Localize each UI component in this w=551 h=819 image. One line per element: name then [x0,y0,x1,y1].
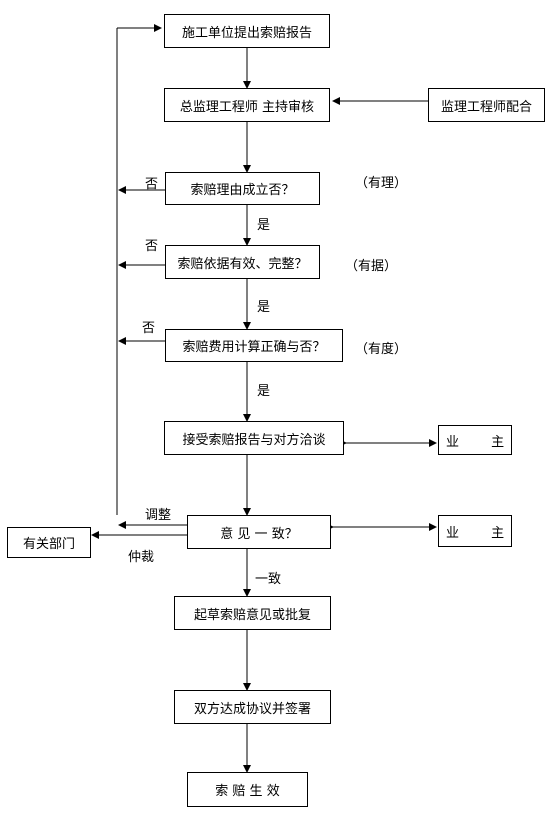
node-sign-agreement-text: 双方达成协议并签署 [193,701,311,717]
node-chief-review: 总监理工程师 主持审核 [164,88,330,122]
label-arbitration: 仲裁 [128,550,155,565]
label-yes-reason: 是 [257,218,271,233]
node-submit-claim-text: 施工单位提出索赔报告 [181,25,312,41]
node-engineer-assist: 监理工程师配合 [428,88,545,122]
label-no-reason: 否 [145,177,159,192]
label-yes-basis: 是 [257,300,271,315]
label-adjust: 调整 [145,508,172,523]
node-sign-agreement: 双方达成协议并签署 [174,690,331,724]
node-cost-check-text: 索赔费用计算正确与否？ [182,340,326,355]
label-no-basis: 否 [145,239,159,254]
node-owner-1-text: 业 主 [445,434,519,450]
node-draft-reply-text: 起草索赔意见或批复 [193,607,311,623]
node-owner-2: 业 主 [438,515,512,547]
node-claim-effective-text: 索 赔 生 效 [215,784,280,799]
node-relevant-dept-text: 有关部门 [22,537,75,552]
label-cost-note: （有度） [355,342,408,357]
node-agreement-check-text: 意 见 一 致？ [220,526,298,542]
label-yes-cost: 是 [257,384,271,399]
node-claim-effective: 索 赔 生 效 [187,772,308,807]
label-consensus: 一致 [255,572,282,587]
label-reason-note: （有理） [355,176,408,191]
node-basis-check: 索赔依据有效、完整？ [165,245,320,279]
node-basis-check-text: 索赔依据有效、完整？ [177,256,308,272]
node-engineer-assist-text: 监理工程师配合 [440,99,532,115]
node-cost-check: 索赔费用计算正确与否？ [165,329,343,362]
node-negotiate: 接受索赔报告与对方洽谈 [164,421,344,455]
label-basis-note: （有据） [345,259,398,274]
node-owner-2-text: 业 主 [445,525,519,541]
node-reason-check-text: 索赔理由成立否？ [190,183,295,198]
node-reason-check: 索赔理由成立否？ [165,172,320,205]
node-submit-claim: 施工单位提出索赔报告 [164,14,330,48]
node-draft-reply: 起草索赔意见或批复 [174,596,331,630]
node-relevant-dept: 有关部门 [7,527,91,558]
node-chief-review-text: 总监理工程师 主持审核 [179,99,315,115]
node-agreement-check: 意 见 一 致？ [187,515,331,549]
node-negotiate-text: 接受索赔报告与对方洽谈 [182,432,326,448]
label-no-cost: 否 [142,321,156,336]
node-owner-1: 业 主 [438,425,512,455]
